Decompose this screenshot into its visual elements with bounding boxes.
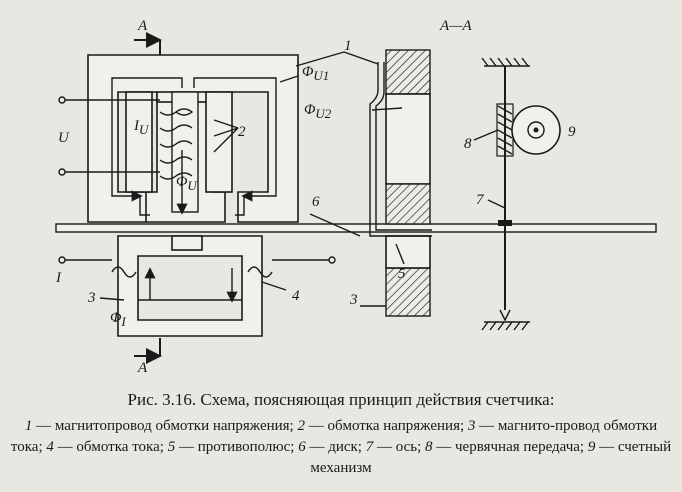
label-4: 4 bbox=[292, 288, 300, 304]
legend-item-number: 9 bbox=[587, 439, 596, 455]
section-view bbox=[369, 49, 432, 317]
leader-lines bbox=[99, 51, 506, 307]
voltage-terminals bbox=[58, 96, 160, 176]
caption-title: Рис. 3.16. Схема, поясняющая принцип дей… bbox=[127, 390, 555, 409]
legend-item-number: 3 bbox=[467, 418, 476, 434]
figure-caption: Рис. 3.16. Схема, поясняющая принцип дей… bbox=[0, 390, 682, 479]
legend-item-number: 7 bbox=[365, 439, 374, 455]
label-section-aa: A—A bbox=[439, 18, 473, 34]
label-2: 2 bbox=[238, 124, 246, 140]
label-5: 5 bbox=[398, 266, 406, 282]
label-i: I bbox=[55, 270, 62, 286]
legend-item-text: — диск; bbox=[305, 439, 366, 455]
label-1: 1 bbox=[344, 38, 352, 54]
label-section-a-top: A bbox=[137, 18, 148, 34]
legend-item: 9 — счетный механизм bbox=[310, 439, 671, 476]
legend-item-number: 8 bbox=[425, 439, 433, 455]
legend-item-number: 6 bbox=[298, 439, 306, 455]
legend-item: 2 — обмотка напряжения; bbox=[297, 418, 467, 434]
legend-item-text: — счетный механизм bbox=[310, 439, 672, 476]
legend-item: 5 — противополюс; bbox=[168, 439, 299, 455]
legend-item: 6 — диск; bbox=[298, 439, 366, 455]
legend-item: 4 — обмотка тока; bbox=[46, 439, 167, 455]
legend-item: 1 — магнитопровод обмотки напряжения; bbox=[25, 418, 298, 434]
section-marker-top bbox=[134, 32, 162, 55]
current-coil bbox=[111, 266, 273, 303]
label-9: 9 bbox=[568, 124, 576, 140]
legend-item-text: — обмотка напряжения; bbox=[304, 418, 468, 434]
legend-item-text: — ось; bbox=[373, 439, 426, 455]
legend-item-text: — противополюс; bbox=[175, 439, 299, 455]
meter-diagram: A A A—A 1 2 3 3 4 5 6 7 8 9 U I IU ΦU1 Φ… bbox=[55, 18, 657, 376]
legend-item-text: — обмотка тока; bbox=[53, 439, 168, 455]
caption-legend: 1 — магнитопровод обмотки напряжения; 2 … bbox=[0, 416, 682, 479]
legend-item: 8 — червячная передача; bbox=[425, 439, 588, 455]
legend-item-number: 1 bbox=[24, 418, 33, 434]
label-phi-u2: ΦU2 bbox=[304, 102, 332, 121]
label-phi-u: ΦU bbox=[176, 174, 198, 193]
label-3-left: 3 bbox=[87, 290, 96, 306]
label-3-right: 3 bbox=[349, 292, 358, 308]
label-section-a-bottom: A bbox=[137, 360, 148, 376]
legend-item-text: — магнито-провод обмотки тока; bbox=[10, 418, 658, 455]
legend-item-number: 2 bbox=[297, 418, 305, 434]
axis-assembly bbox=[481, 57, 530, 331]
label-u: U bbox=[58, 130, 70, 146]
legend-item: 3 — магнито-провод обмотки тока; bbox=[11, 418, 657, 455]
section-marker-bottom bbox=[134, 338, 162, 364]
label-8: 8 bbox=[464, 136, 472, 152]
counter-mechanism bbox=[511, 105, 561, 155]
label-phi-i: ΦI bbox=[110, 310, 126, 329]
label-6: 6 bbox=[312, 194, 320, 210]
legend-item: 7 — ось; bbox=[366, 439, 425, 455]
current-terminals bbox=[58, 256, 336, 264]
label-i-u: IU bbox=[133, 118, 150, 137]
label-7: 7 bbox=[476, 192, 485, 208]
flux-lines-voltage bbox=[111, 77, 277, 216]
disk bbox=[55, 223, 657, 233]
legend-item-number: 4 bbox=[46, 439, 54, 455]
legend-item-number: 5 bbox=[167, 439, 176, 455]
legend-item-text: — магнитопровод обмотки напряжения; bbox=[32, 418, 298, 434]
legend-item-text: — червячная передача; bbox=[432, 439, 588, 455]
current-core bbox=[117, 235, 263, 337]
label-phi-u1: ΦU1 bbox=[302, 64, 329, 83]
voltage-coil bbox=[125, 91, 233, 213]
